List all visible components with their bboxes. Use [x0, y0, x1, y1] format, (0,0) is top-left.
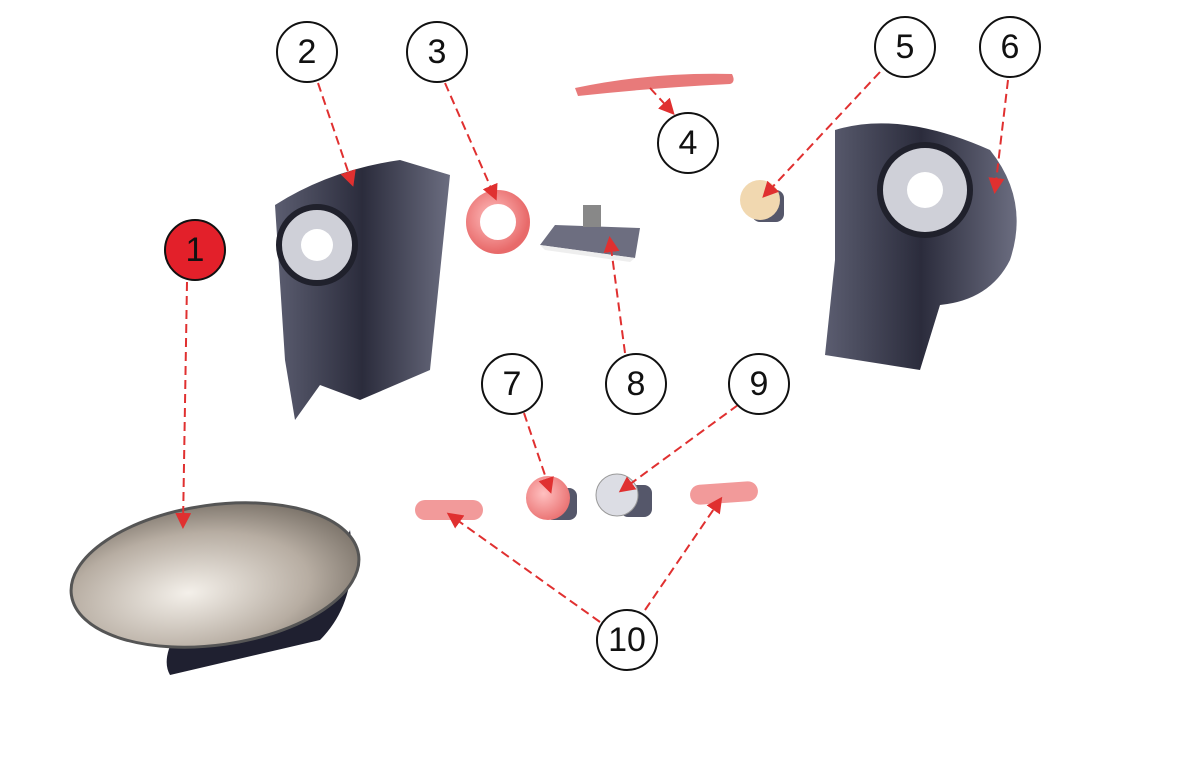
part-4-reflector-strip	[575, 73, 734, 96]
svg-text:2: 2	[298, 33, 317, 71]
part-10-reflector-left	[415, 500, 483, 520]
callout-3: 3	[406, 21, 468, 83]
svg-text:9: 9	[750, 365, 769, 403]
svg-text:5: 5	[896, 28, 915, 66]
callout-8: 8	[605, 353, 667, 415]
callout-10: 10	[596, 609, 658, 671]
part-7-bulb-red	[526, 476, 577, 520]
callout-4: 4	[657, 112, 719, 174]
part-2-left-housing	[275, 160, 450, 420]
callout-7: 7	[481, 353, 543, 415]
part-10-reflector-right	[690, 481, 758, 505]
part-1-headlamp-lens	[69, 501, 361, 675]
svg-text:3: 3	[428, 33, 447, 71]
callout-2: 2	[276, 21, 338, 83]
svg-text:6: 6	[1001, 28, 1020, 66]
callout-9: 9	[728, 353, 790, 415]
svg-text:7: 7	[503, 365, 522, 403]
part-5-bulb	[740, 180, 784, 222]
callout-6: 6	[979, 16, 1041, 78]
svg-text:4: 4	[679, 124, 698, 162]
part-3-seal-ring	[466, 190, 530, 254]
leader-lines	[175, 71, 1009, 623]
svg-text:8: 8	[627, 365, 646, 403]
part-8-side-lamp	[540, 205, 640, 262]
part-9-bulb	[595, 473, 652, 517]
callout-5: 5	[874, 16, 936, 78]
part-6-right-housing	[825, 123, 1017, 370]
svg-text:1: 1	[186, 231, 205, 269]
svg-text:10: 10	[608, 621, 646, 659]
callout-1: 1	[164, 219, 226, 281]
